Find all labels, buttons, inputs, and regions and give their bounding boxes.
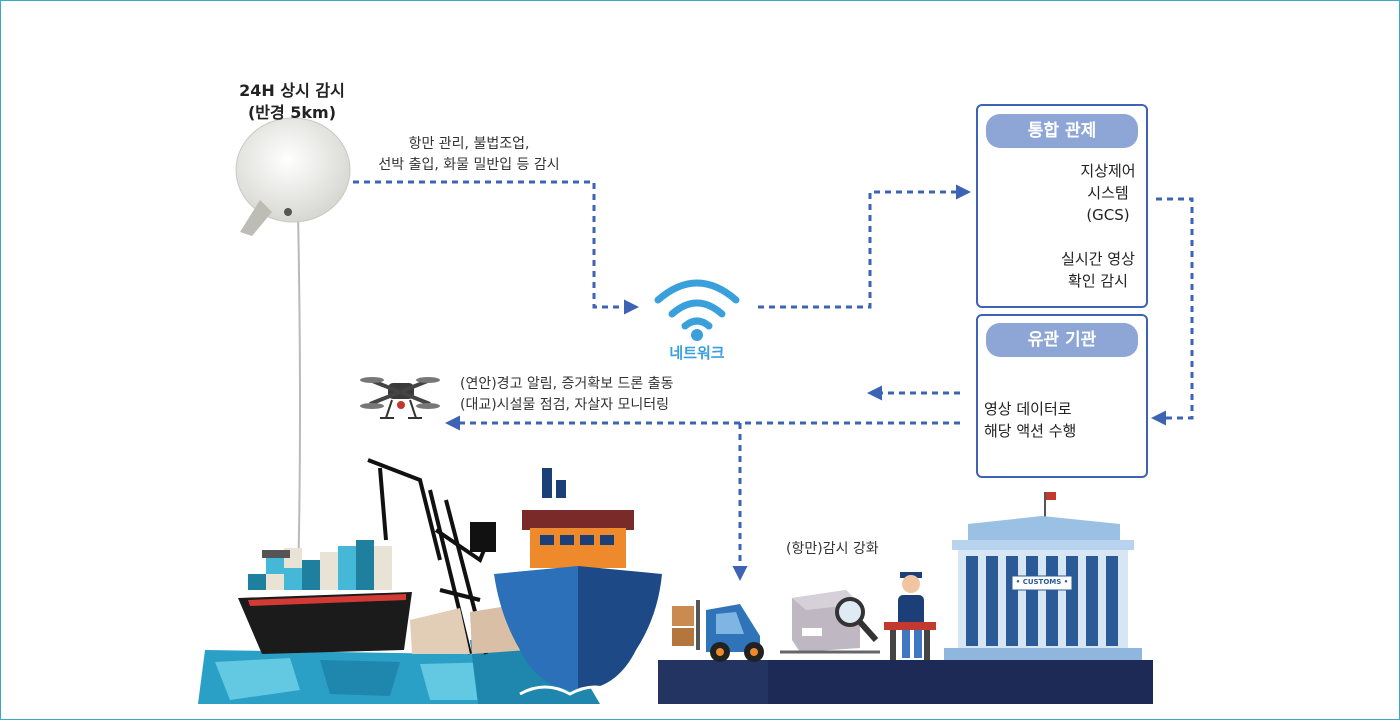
customs-officer-icon	[884, 572, 936, 660]
aerostat-balloon-icon	[235, 117, 351, 236]
cargo-ship-icon	[494, 468, 662, 696]
balloon-title: 24H 상시 감시	[239, 81, 345, 100]
port-label: (항만)감시 강화	[786, 541, 879, 557]
gcs-line3: (GCS)	[1086, 206, 1130, 224]
customs-building-icon	[944, 492, 1142, 660]
cargo-inspection-icon	[780, 590, 880, 654]
control-title: 통합 관제	[986, 114, 1138, 148]
forklift-icon	[672, 600, 764, 662]
balloon-tether	[297, 211, 301, 581]
arrow-balloon-to-network	[342, 180, 639, 315]
network-wifi-icon	[654, 279, 740, 330]
arrow-network-to-control	[758, 184, 971, 309]
dock-left-block	[658, 660, 768, 704]
drone-icon	[360, 377, 440, 419]
drone-line1: (연안)경고 알림, 증거확보 드론 출동	[460, 376, 674, 392]
balloon-desc-line2: 선박 출입, 화물 밀반입 등 감시	[378, 157, 560, 173]
flow-arrows	[342, 180, 1194, 581]
network-label: 네트워크	[669, 344, 725, 362]
container-ship-icon	[238, 540, 412, 654]
gcs-line1: 지상제어	[1080, 162, 1136, 180]
video-line1: 실시간 영상	[1061, 250, 1135, 268]
video-line2: 확인 감시	[1068, 272, 1128, 290]
arrow-control-to-agency	[1151, 197, 1194, 426]
wifi-dot-icon	[691, 329, 703, 341]
drone-line2: (대교)시설물 점검, 자살자 모니터링	[460, 397, 670, 413]
agency-line2: 해당 액션 수행	[984, 422, 1077, 440]
customs-sign: • CUSTOMS •	[1015, 578, 1069, 586]
agency-title: 유관 기관	[986, 323, 1138, 357]
gcs-line2: 시스템	[1087, 184, 1129, 202]
balloon-desc-line1: 항만 관리, 불법조업,	[408, 136, 530, 152]
agency-line1: 영상 데이터로	[984, 400, 1072, 418]
balloon-subtitle: (반경 5km)	[247, 103, 337, 122]
